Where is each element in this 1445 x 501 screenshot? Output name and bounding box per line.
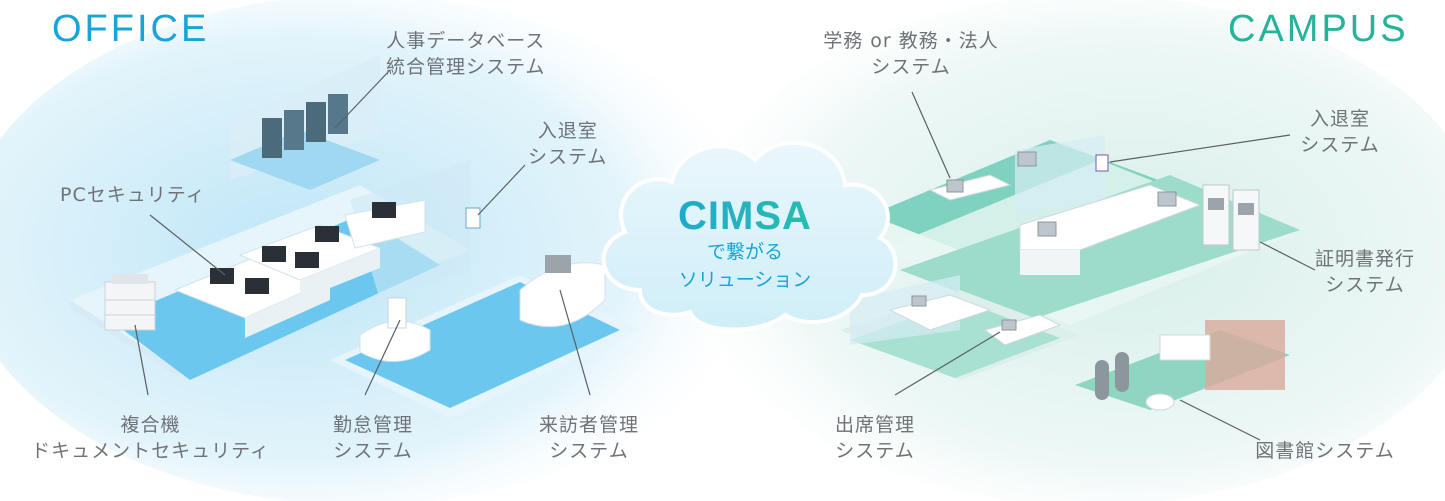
cimsa-cloud-text: CIMSA で繋がる ソリューション xyxy=(625,194,865,294)
label-library-system: 図書館システム xyxy=(1255,440,1395,462)
library-area xyxy=(1095,320,1285,411)
campus-title: CAMPUS xyxy=(1228,8,1409,50)
label-pc-security: PCセキュリティ xyxy=(60,184,206,206)
certificate-kiosks xyxy=(1202,184,1260,251)
label-office-attendance: 勤怠管理 システム xyxy=(332,414,413,462)
label-certificate-issuance: 証明書発行 システム xyxy=(1314,248,1415,296)
attendance-kiosk xyxy=(359,297,431,362)
office-scene xyxy=(70,55,640,418)
campus-leader-lines xyxy=(894,91,1316,441)
label-campus-attendance: 出席管理 システム xyxy=(834,414,915,462)
campus-scene xyxy=(840,91,1316,441)
office-leader-lines xyxy=(134,69,591,396)
label-office-entry-exit: 入退室 システム xyxy=(528,120,608,168)
server-racks xyxy=(262,94,348,158)
campus-monitors xyxy=(911,151,1177,331)
office-monitors xyxy=(210,202,396,294)
office-title: OFFICE xyxy=(52,8,210,50)
label-academic-system: 学務 or 教務・法人 システム xyxy=(823,30,999,78)
cloud-subtitle-line1: で繋がる xyxy=(706,241,783,263)
label-hr-database: 人事データベース 統合管理システム xyxy=(386,30,546,78)
label-campus-entry-exit: 入退室 システム xyxy=(1300,108,1380,156)
label-mfp-document-security: 複合機 ドキュメントセキュリティ xyxy=(31,414,270,462)
label-visitor-management: 来訪者管理 システム xyxy=(538,414,639,462)
cimsa-cloud xyxy=(601,140,898,332)
cimsa-logo-text: CIMSA xyxy=(625,194,865,238)
copier xyxy=(104,274,156,331)
cloud-subtitle-line2: ソリューション xyxy=(678,269,812,291)
reception-counter xyxy=(519,255,606,328)
